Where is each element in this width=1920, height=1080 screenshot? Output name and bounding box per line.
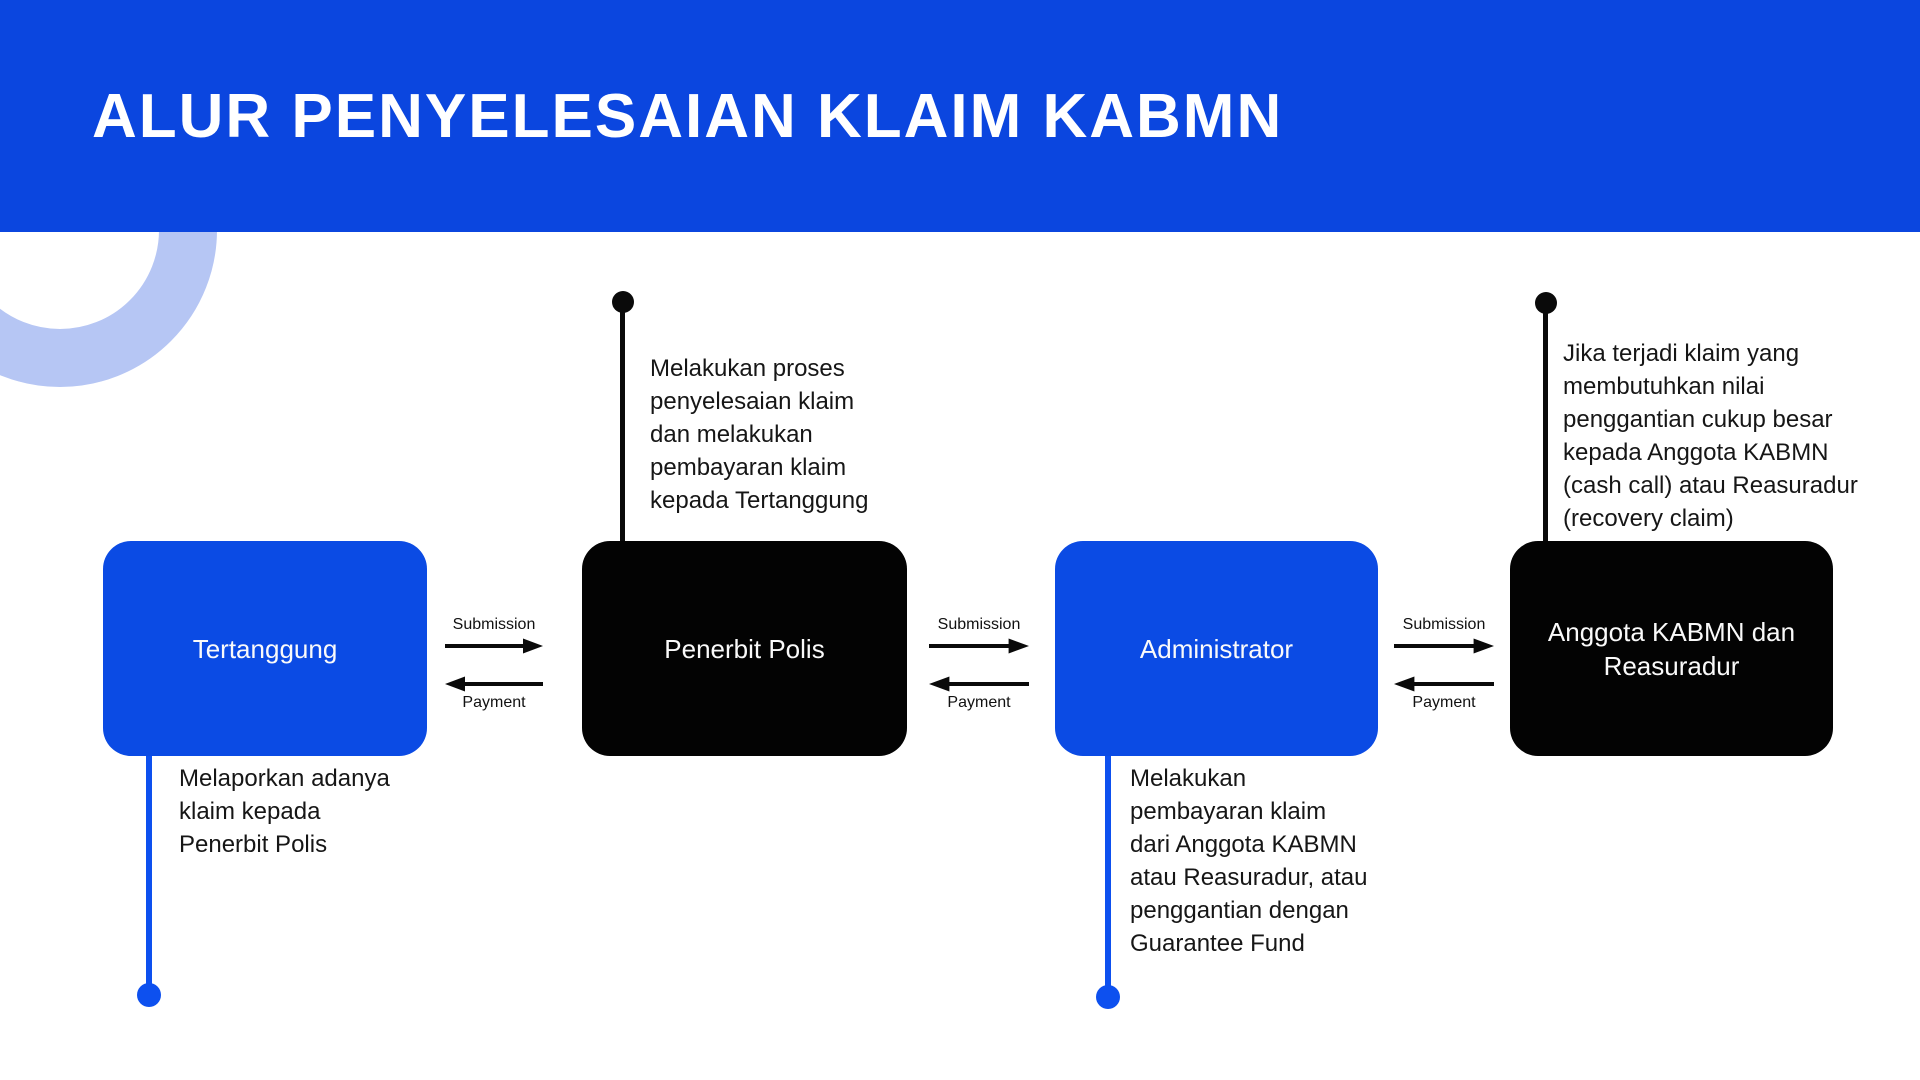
node-administrator: Administrator <box>1055 541 1378 756</box>
callout-line <box>1105 754 1111 997</box>
note-line: Jika terjadi klaim yang <box>1563 340 1800 367</box>
callout-dot <box>137 983 161 1007</box>
payment-label: Payment <box>1412 694 1476 711</box>
note-line: penggantian cukup besar <box>1563 406 1833 433</box>
submission-label: Submission <box>1402 616 1486 633</box>
submission-label: Submission <box>452 616 536 633</box>
callout-line <box>1543 302 1548 545</box>
arrow-left-icon <box>929 676 1029 692</box>
node-label: Administrator <box>1139 633 1294 664</box>
note-line: dari Anggota KABMN <box>1130 831 1357 858</box>
node-label: Anggota KABMN dan Reasuradur <box>1547 616 1796 681</box>
callout-dot <box>1535 292 1557 314</box>
note-line: Melakukan <box>1130 765 1247 792</box>
connection-1: Submission Payment <box>445 614 543 718</box>
note-line: pembayaran klaim <box>1130 798 1327 825</box>
callout-dot <box>612 291 634 313</box>
arrow-left-icon <box>1394 676 1494 692</box>
page-title: ALUR PENYELESAIAN KLAIM KABMN <box>92 81 1284 151</box>
payment-label: Payment <box>947 694 1011 711</box>
note-line: Melaporkan adanya <box>179 765 390 792</box>
connection-2: Submission Payment <box>929 614 1029 718</box>
arrow-left-icon <box>445 676 543 692</box>
callout-line <box>146 752 152 995</box>
submission-label: Submission <box>937 616 1021 633</box>
note-line: Guarantee Fund <box>1130 930 1305 957</box>
note-line: (cash call) atau Reasuradur <box>1563 472 1858 499</box>
node-tertanggung: Tertanggung <box>103 541 427 756</box>
node-label: Penerbit Polis <box>664 633 825 664</box>
note-line: penyelesaian klaim <box>650 388 855 415</box>
note-line: klaim kepada <box>179 798 321 825</box>
payment-label: Payment <box>462 694 526 711</box>
note-anggota-kabmn: Jika terjadi klaim yang membutuhkan nila… <box>1563 337 1858 535</box>
arrow-right-icon <box>1394 638 1494 654</box>
arrow-right-icon <box>445 638 543 654</box>
node-anggota-kabmn: Anggota KABMN dan Reasuradur <box>1510 541 1833 756</box>
note-line: (recovery claim) <box>1563 505 1734 532</box>
note-tertanggung: Melaporkan adanya klaim kepada Penerbit … <box>179 762 390 861</box>
note-penerbit-polis: Melakukan proses penyelesaian klaim dan … <box>650 352 868 517</box>
note-line: penggantian dengan <box>1130 897 1349 924</box>
connection-3: Submission Payment <box>1394 614 1494 718</box>
note-line: pembayaran klaim <box>650 454 847 481</box>
note-line: Penerbit Polis <box>179 831 328 858</box>
note-line: kepada Tertanggung <box>650 487 869 514</box>
note-line: Melakukan proses <box>650 355 845 382</box>
node-label: Tertanggung <box>192 633 338 664</box>
note-line: dan melakukan <box>650 421 813 448</box>
node-penerbit-polis: Penerbit Polis <box>582 541 907 756</box>
callout-dot <box>1096 985 1120 1009</box>
note-line: membutuhkan nilai <box>1563 373 1765 400</box>
header-band: ALUR PENYELESAIAN KLAIM KABMN <box>0 0 1920 232</box>
note-administrator: Melakukan pembayaran klaim dari Anggota … <box>1130 762 1368 960</box>
arrow-right-icon <box>929 638 1029 654</box>
note-line: atau Reasuradur, atau <box>1130 864 1368 891</box>
note-line: kepada Anggota KABMN <box>1563 439 1829 466</box>
callout-line <box>620 300 625 545</box>
